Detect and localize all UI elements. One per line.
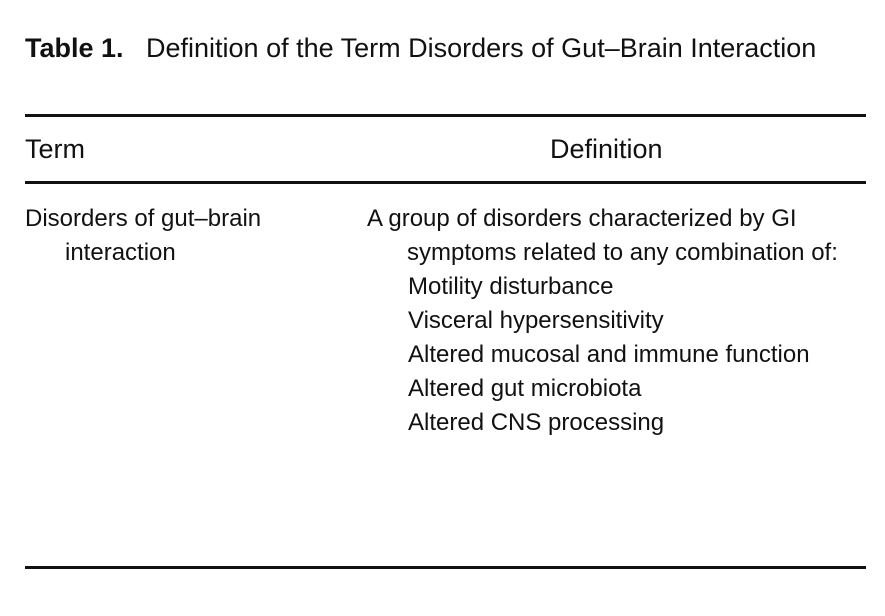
table-caption-label: Table 1. bbox=[25, 33, 124, 63]
definition-intro: A group of disorders characterized by GI… bbox=[367, 205, 838, 266]
table-caption-title: Definition of the Term Disorders of Gut–… bbox=[146, 33, 817, 63]
definition-list: Motility disturbance Visceral hypersensi… bbox=[367, 270, 867, 440]
table-cell-term: Disorders of gut–brain interaction bbox=[25, 202, 325, 270]
term-text: Disorders of gut–brain interaction bbox=[25, 205, 262, 266]
column-header-definition: Definition bbox=[550, 134, 663, 164]
table-page: Table 1. Definition of the Term Disorder… bbox=[25, 0, 866, 616]
table-bottom-rule bbox=[25, 566, 866, 569]
table-header-rule bbox=[25, 181, 866, 184]
column-header-term: Term bbox=[25, 134, 85, 164]
definition-list-item: Altered CNS processing bbox=[408, 409, 665, 436]
definition-list-item: Altered mucosal and immune function bbox=[408, 341, 810, 368]
table-cell-definition: A group of disorders characterized by GI… bbox=[367, 202, 867, 440]
table-top-rule bbox=[25, 114, 866, 117]
definition-list-item: Motility disturbance bbox=[408, 273, 614, 300]
definition-list-item: Altered gut microbiota bbox=[408, 375, 642, 402]
definition-list-item: Visceral hypersensitivity bbox=[408, 307, 664, 334]
